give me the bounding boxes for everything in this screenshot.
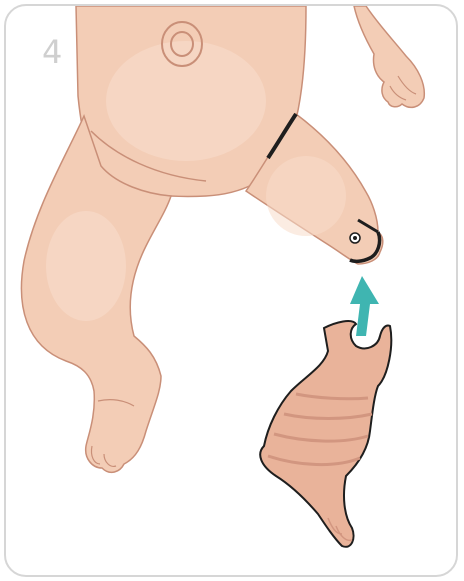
lower-leg-module — [260, 321, 391, 547]
connector-icon — [350, 233, 360, 243]
illustration — [6, 6, 458, 577]
instruction-card: 4 — [4, 4, 458, 577]
teal-up-arrow-icon — [350, 276, 379, 336]
hand — [354, 6, 424, 107]
